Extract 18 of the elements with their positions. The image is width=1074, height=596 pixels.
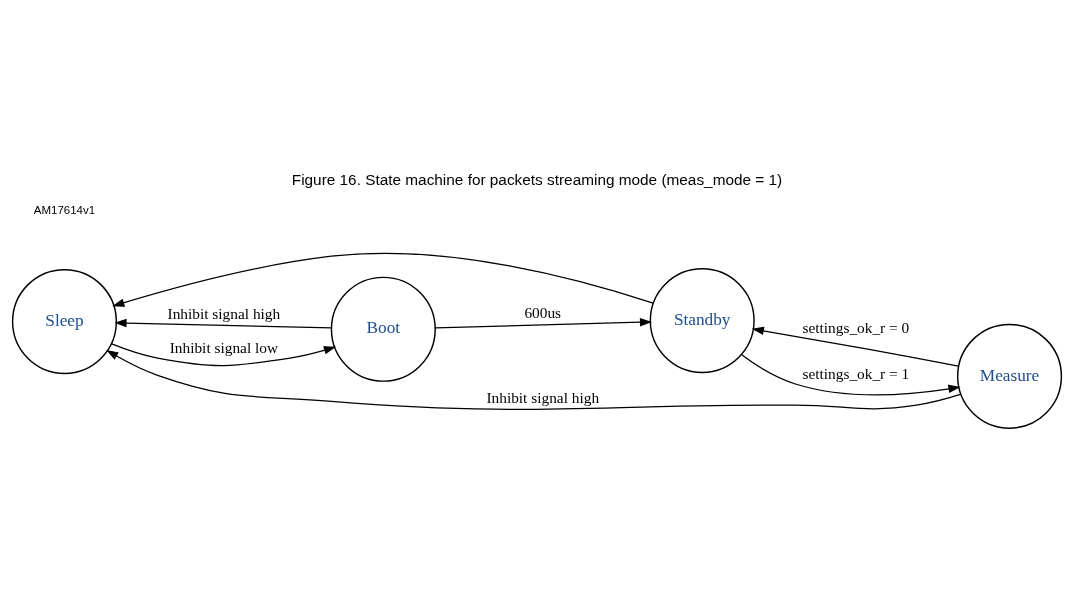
node-circle: Measure: [956, 323, 1063, 429]
arrow: [112, 252, 654, 307]
edge-label: settings_ok_r = 1: [802, 364, 910, 382]
arrow: [111, 342, 337, 366]
arrow: [114, 318, 332, 329]
edge-label: Inhibit signal high: [167, 304, 281, 322]
arrow: [741, 353, 961, 395]
arrow: [751, 326, 959, 367]
node-circle: Boot: [330, 276, 436, 382]
label: AM17614v1: [33, 203, 96, 216]
node-circle: Standby: [649, 267, 755, 373]
arrow: [106, 349, 962, 410]
arrow: [434, 317, 653, 328]
edge-label: settings_ok_r = 0: [802, 318, 910, 336]
edge-label: 600us: [524, 303, 562, 321]
edge-label: Inhibit signal low: [169, 338, 279, 356]
edge-label: Inhibit signal high: [486, 388, 600, 406]
diagram-title: Figure 16. State machine for packets streaming mode (meas_mode = 1): [291, 170, 783, 188]
